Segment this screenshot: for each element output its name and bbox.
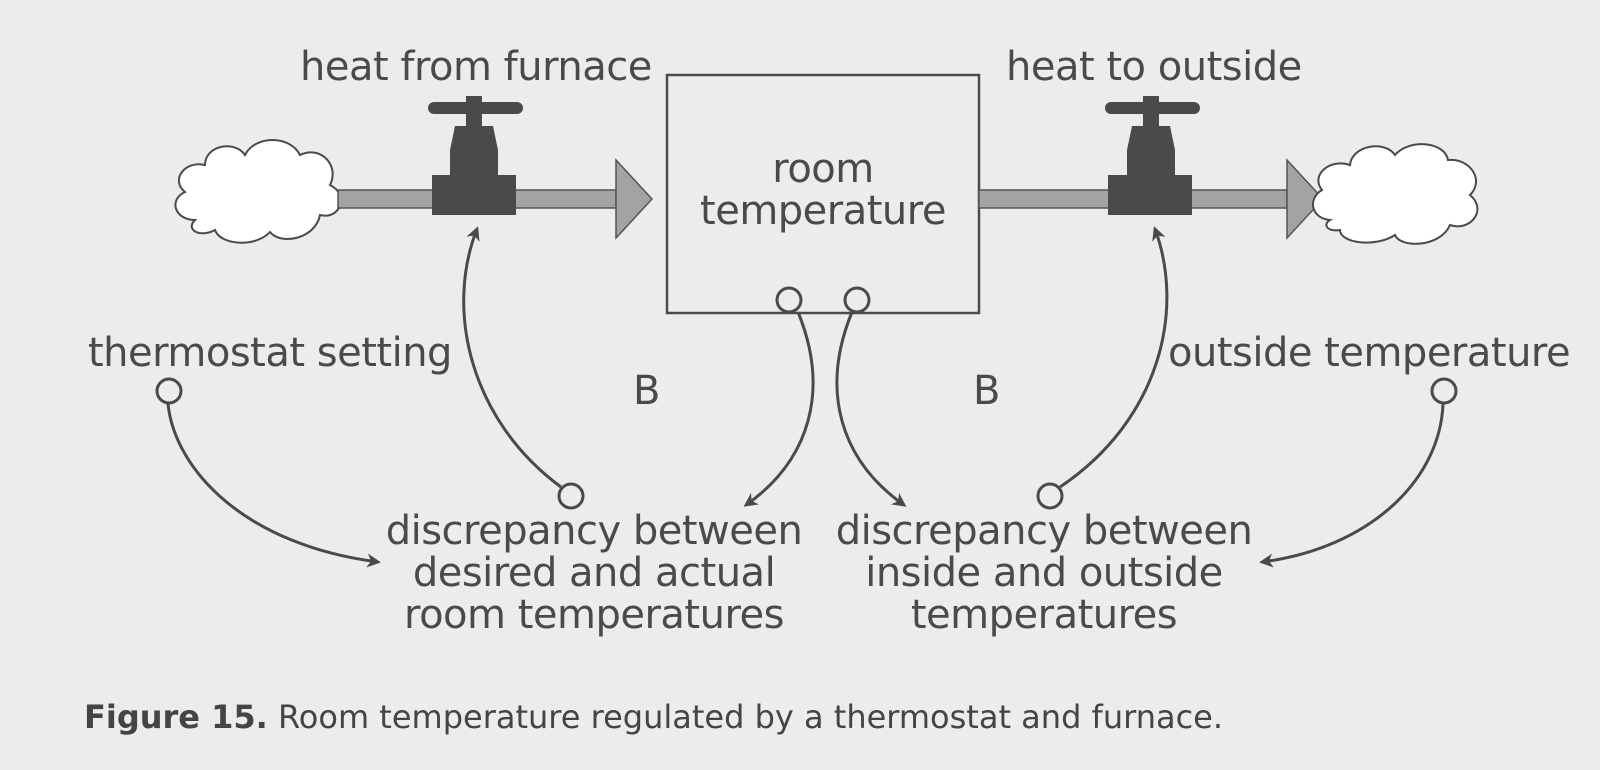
discrepancy-desired-label: discrepancy between desired and actual r… xyxy=(386,510,803,636)
discrepancy-desired-line2: desired and actual xyxy=(412,550,776,596)
connector-discrepancy-to-furnace xyxy=(462,226,562,489)
connector-thermostat-to-discrepancy xyxy=(166,403,381,568)
discrepancy-outside-line3: temperatures xyxy=(910,592,1178,638)
connector-discrepancy-to-outflow xyxy=(1059,226,1169,489)
stock-label: room temperature xyxy=(700,148,946,232)
connector-outside-to-discrepancy xyxy=(1259,403,1445,568)
discrepancy-desired-line1: discrepancy between xyxy=(385,508,803,554)
inflow-label: heat from furnace xyxy=(300,44,652,90)
balancing-loop-left: B xyxy=(633,368,660,414)
discrepancy-outside-label: discrepancy between inside and outside t… xyxy=(836,510,1253,636)
cloud-source-icon xyxy=(174,139,342,244)
connector-room-to-desired-discrepancy xyxy=(743,311,815,507)
discrepancy-desired-line3: room temperatures xyxy=(404,592,784,638)
balancing-loop-right: B xyxy=(973,368,1000,414)
valve-icon xyxy=(428,96,523,215)
stock-label-line2: temperature xyxy=(700,188,946,234)
figure-caption: Figure 15. Room temperature regulated by… xyxy=(84,698,1223,736)
discrepancy-outside-line2: inside and outside xyxy=(865,550,1223,596)
figure-label: Figure 15. xyxy=(84,698,268,736)
outside-temperature-label: outside temperature xyxy=(1168,330,1571,376)
connector-arrows xyxy=(166,226,1445,568)
cloud-sink-icon xyxy=(1312,143,1479,245)
stock-label-line1: room xyxy=(772,146,874,192)
connector-room-to-outside-discrepancy xyxy=(835,311,907,507)
connector-circles xyxy=(155,286,1458,510)
thermostat-setting-label: thermostat setting xyxy=(88,330,452,376)
valve-icon xyxy=(1105,96,1200,215)
caption-text: Room temperature regulated by a thermost… xyxy=(267,698,1224,736)
discrepancy-outside-line1: discrepancy between xyxy=(835,508,1253,554)
outflow-label: heat to outside xyxy=(1006,44,1302,90)
stock-flow-diagram xyxy=(155,73,1479,568)
